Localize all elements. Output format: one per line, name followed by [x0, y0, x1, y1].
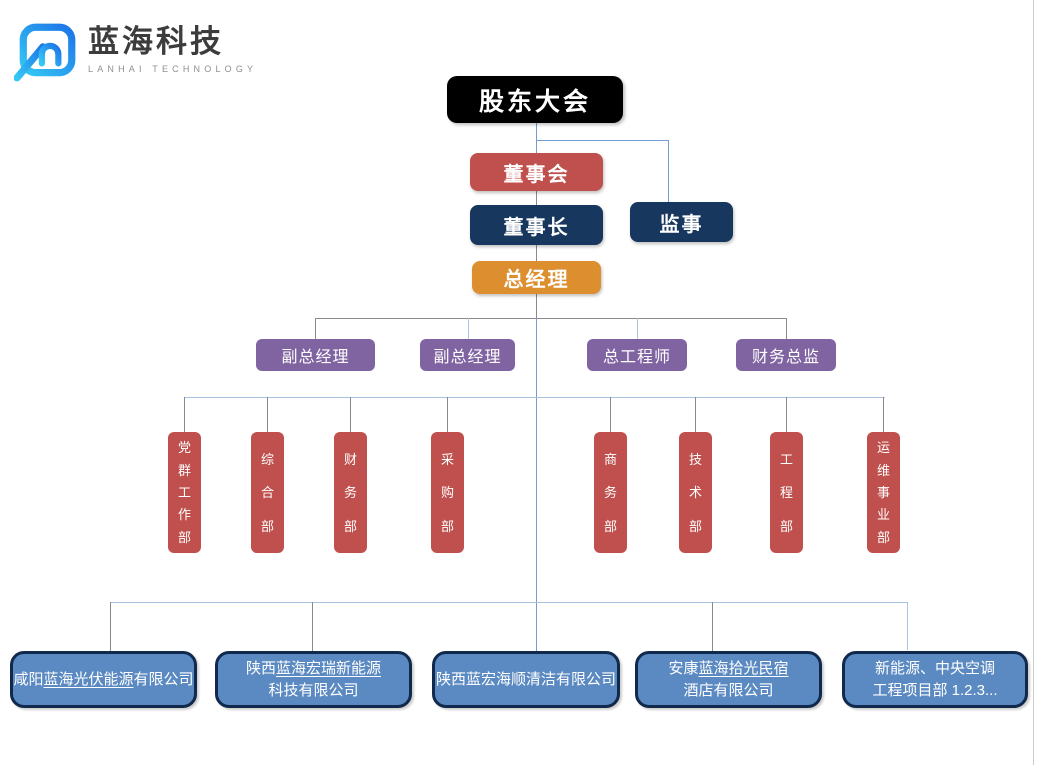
org-box-general-manager: 总经理 [472, 261, 601, 294]
org-box-company-ankang-hotel: 安康蓝海拾光民宿 酒店有限公司 [635, 651, 822, 708]
connector-dept2-stub [267, 397, 268, 432]
org-box-dept-party-group: 党群工作部 [168, 432, 201, 553]
connector-dept3-stub [350, 397, 351, 432]
connector-company5-stub [907, 602, 908, 650]
connector-dept1-stub [184, 397, 185, 432]
connector-exec1-stub [315, 318, 316, 340]
org-box-supervisor: 监事 [630, 202, 733, 242]
company-name-text: 陕西蓝宏海顺清洁有限公司 [435, 670, 616, 688]
connector-dept4-stub [447, 397, 448, 432]
connector-dept5-stub [610, 397, 611, 432]
org-box-dept-finance: 财务部 [334, 432, 367, 553]
company-name-underlined: 蓝海宏瑞新能源 [276, 659, 382, 677]
company-name-line2: 工程项目部 1.2.3... [872, 681, 998, 699]
logo-company-subtitle: LANHAI TECHNOLOGY [88, 64, 258, 74]
org-box-company-hongrui-energy: 陕西蓝海宏瑞新能源 科技有限公司 [215, 651, 412, 708]
connector-gm-down [536, 294, 537, 319]
lanhai-logo-icon [14, 23, 76, 82]
company-name-text: 安康 [668, 659, 699, 677]
org-box-board-of-directors: 董事会 [470, 153, 603, 191]
company-name-line2: 科技有限公司 [268, 681, 359, 699]
connector-shareholders-down [536, 123, 537, 154]
company-name-text: 新能源、中央空调 [874, 659, 995, 677]
org-box-shareholders-meeting: 股东大会 [447, 76, 623, 123]
company-name-underlined: 蓝海拾光民宿 [698, 659, 789, 677]
org-box-dept-business: 商务部 [594, 432, 627, 553]
org-box-deputy-gm-1: 副总经理 [256, 339, 375, 371]
connector-supervisor-down [668, 140, 669, 203]
company-logo: 蓝海科技 LANHAI TECHNOLOGY [14, 20, 257, 82]
connector-exec-horizontal [315, 318, 787, 319]
connector-center-spine [536, 318, 537, 654]
org-box-dept-procurement: 采购部 [431, 432, 464, 553]
connector-company-horizontal [110, 602, 908, 603]
logo-company-name: 蓝海科技 [88, 24, 224, 59]
connector-supervisor-horizontal [536, 140, 669, 141]
connector-dept8-stub [883, 397, 884, 432]
company-name-text: 陕西 [245, 659, 276, 677]
org-box-project-dept-new-energy: 新能源、中央空调 工程项目部 1.2.3... [842, 651, 1028, 708]
connector-chairman-gm [536, 244, 537, 262]
org-box-deputy-gm-2: 副总经理 [420, 339, 515, 371]
connector-exec2-stub [468, 318, 469, 340]
connector-board-chairman [536, 191, 537, 206]
page-right-edge [1033, 0, 1034, 765]
org-box-dept-general: 综合部 [251, 432, 284, 553]
org-box-company-haishun-cleaning: 陕西蓝宏海顺清洁有限公司 [432, 651, 620, 708]
connector-company4-stub [712, 602, 713, 654]
connector-exec3-stub [637, 318, 638, 340]
connector-dept-horizontal [185, 397, 885, 398]
org-box-dept-engineering: 工程部 [770, 432, 803, 553]
org-box-chief-engineer: 总工程师 [587, 339, 687, 371]
connector-dept6-stub [695, 397, 696, 432]
org-box-finance-director: 财务总监 [736, 339, 836, 371]
org-box-dept-technology: 技术部 [679, 432, 712, 553]
company-name-text: 咸阳 [13, 670, 44, 688]
connector-exec4-stub [786, 318, 787, 340]
connector-company1-stub [110, 602, 111, 651]
connector-company2-stub [312, 602, 313, 651]
company-name-underlined: 蓝海光伏能源 [43, 670, 134, 688]
connector-dept7-stub [786, 397, 787, 432]
org-box-company-xianyang-pv: 咸阳蓝海光伏能源有限公司 [10, 651, 197, 708]
org-box-chairman: 董事长 [470, 205, 603, 245]
org-box-dept-operations: 运维事业部 [867, 432, 900, 553]
company-name-text: 有限公司 [133, 670, 194, 688]
company-name-line2: 酒店有限公司 [683, 681, 774, 699]
